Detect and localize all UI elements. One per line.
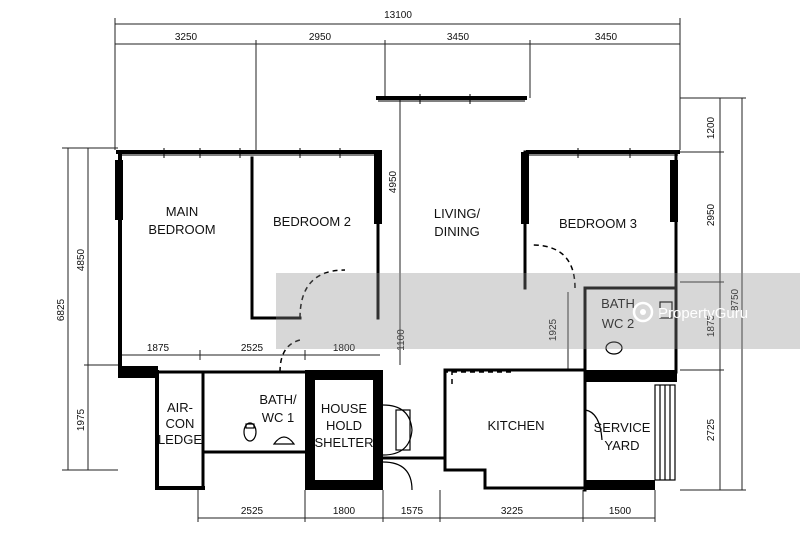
dim-right-overall: 8750	[730, 288, 741, 311]
door-swings	[382, 404, 603, 491]
dim-bottom-3: 1575	[401, 506, 424, 517]
dim-living-height: 4950	[388, 170, 399, 193]
room-kitchen: KITCHEN	[487, 418, 544, 433]
window-marks	[118, 94, 678, 158]
inner-dimension-lines	[118, 98, 569, 370]
dim-inner-3: 1800	[333, 343, 356, 354]
structural-walls	[115, 152, 678, 490]
dim-left-lower: 1975	[76, 408, 87, 431]
room-living-line1: LIVING/	[434, 206, 481, 221]
bath-fixtures	[243, 301, 673, 445]
room-shelter-line3: SHELTER	[315, 435, 374, 450]
dim-inner-2: 2525	[241, 343, 264, 354]
watermark: PropertyGuru	[276, 273, 800, 349]
dim-top-4: 3450	[595, 32, 618, 43]
dim-bottom-5: 1500	[609, 506, 632, 517]
dim-bottom-1: 2525	[241, 506, 264, 517]
propertyguru-logo-icon	[632, 301, 654, 323]
left-dimension-lines	[62, 147, 118, 471]
dim-inner-1: 1875	[147, 343, 170, 354]
room-shelter-line2: HOLD	[326, 418, 362, 433]
room-shelter-line1: HOUSE	[321, 401, 368, 416]
room-living-line2: DINING	[434, 224, 480, 239]
room-aircon-line1: AIR-	[167, 400, 193, 415]
room-bath1-line2: WC 1	[262, 410, 295, 425]
room-bedroom-3: BEDROOM 3	[559, 216, 637, 231]
dim-right-4: 2725	[706, 418, 717, 441]
dim-left-overall: 6825	[56, 298, 67, 321]
dim-right-1: 1200	[706, 116, 717, 139]
dim-bottom-2: 1800	[333, 506, 356, 517]
room-main-bedroom-line1: MAIN	[166, 204, 199, 219]
dim-bottom-4: 3225	[501, 506, 524, 517]
top-dimension-lines	[114, 18, 681, 150]
dim-right-2: 2950	[706, 203, 717, 226]
dashed-outlines	[279, 244, 576, 388]
dim-right-3: 1875	[706, 314, 717, 337]
right-dimension-lines	[680, 97, 746, 491]
dim-top-2: 2950	[309, 32, 332, 43]
room-aircon-line2: CON	[166, 416, 195, 431]
bottom-dimension-lines	[197, 490, 656, 522]
dim-bath2-height: 1925	[548, 318, 559, 341]
room-bath2-line1: BATH	[601, 296, 635, 311]
dim-top-3: 3450	[447, 32, 470, 43]
room-bath2-line2: WC 2	[602, 316, 635, 331]
room-service-yard-line2: YARD	[604, 438, 639, 453]
dim-living-lower: 1100	[396, 329, 407, 351]
room-service-yard-line1: SERVICE	[594, 420, 651, 435]
room-bath1-line1: BATH/	[259, 392, 297, 407]
dim-top-1: 3250	[175, 32, 198, 43]
dim-left-upper: 4850	[76, 248, 87, 271]
room-bedroom-2: BEDROOM 2	[273, 214, 351, 229]
room-main-bedroom-line2: BEDROOM	[148, 222, 215, 237]
yard-rack	[654, 384, 676, 481]
dim-overall-width: 13100	[384, 10, 412, 21]
room-aircon-line3: LEDGE	[158, 432, 202, 447]
watermark-text: PropertyGuru	[658, 305, 748, 322]
